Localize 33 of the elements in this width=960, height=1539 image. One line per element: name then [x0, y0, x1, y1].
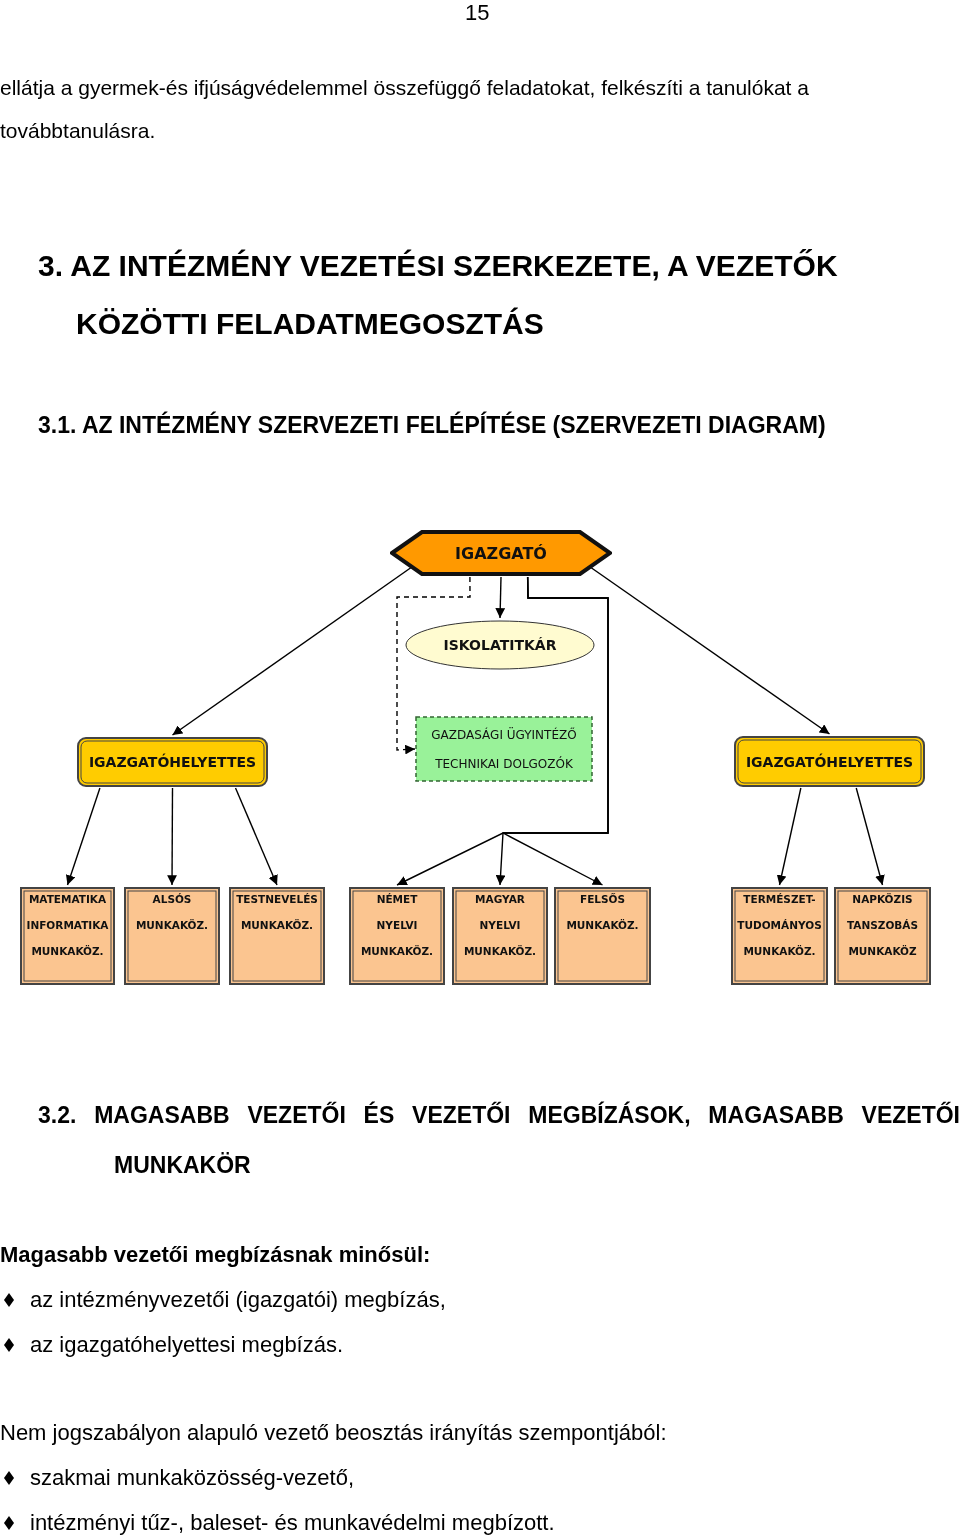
arrow [855, 787, 885, 886]
dashed-arrow [396, 576, 471, 755]
unit-box: MATEMATIKA INFORMATIKA MUNKAKÖZ. [20, 887, 115, 985]
subsection-heading: 3.2. MAGASABB VEZETŐI ÉS VEZETŐI MEGBÍZÁSOK, MAGASABB VEZETŐI MUNKAKÖR [38, 1100, 960, 1180]
unit-box: FELSŐS MUNKAKÖZ. [554, 887, 651, 985]
page-number: 15 [465, 0, 490, 26]
unit-box: TESTNEVELÉS MUNKAKÖZ. [229, 887, 325, 985]
list-item: szakmai munkaközösség-vezető, [30, 1465, 355, 1491]
arrow [495, 576, 506, 619]
ellipse-node: ISKOLATITKÁR [405, 620, 595, 670]
subsection-heading: 3.1. AZ INTÉZMÉNY SZERVEZETI FELÉPÍTÉSE (SZERVEZETI DIAGRAM) [38, 412, 826, 438]
list-item: az igazgatóhelyettesi megbízás. [30, 1332, 344, 1358]
arrow [167, 787, 177, 886]
list-item: intézményi tűz-, baleset- és munkavédelmi megbízott. [30, 1510, 555, 1536]
arrow [776, 787, 802, 886]
arrow [234, 787, 278, 886]
unit-box: TERMÉSZET- TUDOMÁNYOS MUNKAKÖZ. [731, 887, 828, 985]
rounded-box: IGAZGATÓHELYETTES [734, 736, 925, 787]
list-item: az intézményvezetői (igazgatói) megbízás, [30, 1287, 446, 1313]
unit-box: ALSÓS MUNKAKÖZ. [124, 887, 220, 985]
unit-box: NÉMET NYELVI MUNKAKÖZ. [349, 887, 445, 985]
unit-box: NAPKÖZIS TANSZOBÁS MUNKAKÖZ [834, 887, 931, 985]
paragraph: Magasabb vezetői megbízásnak minősül: [0, 1242, 431, 1268]
paragraph: Nem jogszabályon alapuló vezető beosztás irányítás szempontjából: [0, 1420, 667, 1446]
arrow [65, 787, 101, 886]
arrow [171, 566, 413, 736]
unit-box: MAGYAR NYELVI MUNKAKÖZ. [452, 887, 548, 985]
section-heading: 3. AZ INTÉZMÉNY VEZETÉSI SZERKEZETE, A VEZETŐK KÖZÖTTI FELADATMEGOSZTÁS [38, 248, 839, 342]
dashed-box: GAZDASÁGI ÜGYINTÉZŐ TECHNIKAI DOLGOZÓK [415, 716, 593, 782]
hexagon-node: IGAZGATÓ [390, 530, 612, 576]
arrow [589, 566, 831, 735]
rounded-box: IGAZGATÓHELYETTES [77, 737, 268, 787]
paragraph: ellátja a gyermek-és ifjúságvédelemmel összefüggő feladatokat, felkészíti a tanulókat a továbbtanulásra. [0, 75, 810, 144]
